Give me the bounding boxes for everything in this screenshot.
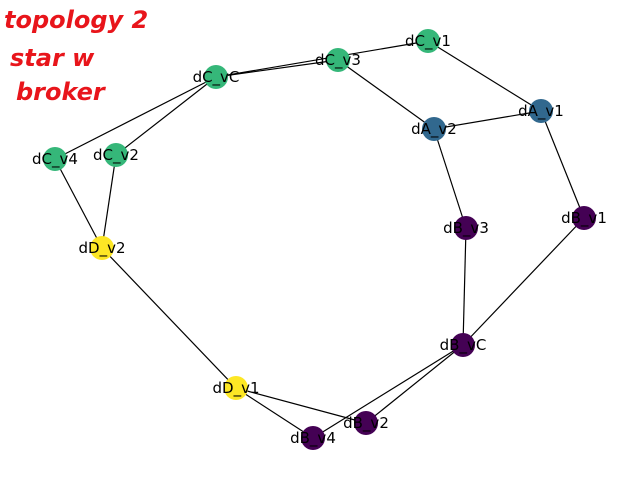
node-dA_v1: dA_v1 (518, 99, 564, 123)
edge-dA_v2-dB_v3 (433, 128, 467, 229)
edge-dC_v3-dC_vC (215, 59, 339, 78)
edges-layer (54, 40, 585, 439)
node-label: dC_v4 (32, 150, 78, 169)
node-circle (204, 65, 228, 89)
node-dC_v1: dC_v1 (405, 29, 451, 53)
node-circle (422, 117, 446, 141)
node-label: dC_vC (193, 68, 240, 87)
edge-dC_vC-dC_v2 (115, 76, 217, 156)
node-label: dB_vC (440, 336, 487, 355)
edge-dA_v2-dA_v1 (433, 110, 542, 130)
annotation-line-1: topology 2 (4, 6, 148, 34)
nodes-layer: dC_v1 dC_v3 dC_vC dC_v4 dC_v2 dA_v1 dA_v2 dB_v1… (32, 29, 607, 450)
node-circle (572, 206, 596, 230)
node-circle (529, 99, 553, 123)
annotation-line-2: star w (10, 44, 95, 72)
edge-dC_vC-dC_v4 (54, 76, 217, 160)
edge-dD_v1-dB_v2 (235, 387, 367, 424)
node-circle (301, 426, 325, 450)
node-label: dC_v2 (93, 146, 139, 165)
node-circle (104, 143, 128, 167)
node-circle (451, 333, 475, 357)
node-label: dB_v2 (343, 414, 389, 433)
node-dD_v1: dD_v1 (213, 376, 260, 400)
node-circle (43, 147, 67, 171)
node-label: dA_v2 (411, 120, 457, 139)
edge-dC_v3-dA_v2 (337, 59, 435, 130)
node-label: dB_v3 (443, 219, 489, 238)
handwritten-annotation: topology 2 star w broker (4, 6, 148, 106)
node-dB_v2: dB_v2 (343, 411, 389, 435)
edge-dC_v2-dD_v2 (101, 154, 117, 249)
edge-dB_vC-dB_v2 (365, 344, 464, 424)
edge-dD_v1-dB_v4 (235, 387, 314, 439)
annotation-line-3: broker (16, 78, 107, 106)
node-dC_v4: dC_v4 (32, 147, 78, 171)
node-label: dB_v1 (561, 209, 607, 228)
node-label: dC_v1 (405, 32, 451, 51)
edge-dA_v1-dB_v1 (540, 110, 585, 219)
node-dB_vC: dB_vC (440, 333, 487, 357)
node-circle (224, 376, 248, 400)
node-dC_vC: dC_vC (193, 65, 240, 89)
node-dD_v2: dD_v2 (79, 236, 126, 260)
node-dA_v2: dA_v2 (411, 117, 457, 141)
edge-dD_v2-dD_v1 (101, 247, 237, 389)
node-circle (354, 411, 378, 435)
node-circle (416, 29, 440, 53)
edge-dC_v1-dA_v1 (427, 40, 542, 112)
node-dC_v3: dC_v3 (315, 48, 361, 72)
node-dB_v1: dB_v1 (561, 206, 607, 230)
node-circle (90, 236, 114, 260)
edge-dC_v1-dC_vC (215, 40, 429, 78)
edge-dC_v4-dD_v2 (54, 158, 103, 249)
edge-dB_v1-dB_vC (462, 217, 585, 346)
node-label: dC_v3 (315, 51, 361, 70)
node-dB_v3: dB_v3 (443, 216, 489, 240)
node-circle (326, 48, 350, 72)
edge-dB_v3-dB_vC (462, 227, 467, 346)
node-label: dB_v4 (290, 429, 336, 448)
node-circle (454, 216, 478, 240)
node-dC_v2: dC_v2 (93, 143, 139, 167)
node-label: dD_v1 (213, 379, 260, 398)
edge-dB_vC-dB_v4 (312, 344, 464, 439)
node-label: dA_v1 (518, 102, 564, 121)
node-label: dD_v2 (79, 239, 126, 258)
node-dB_v4: dB_v4 (290, 426, 336, 450)
